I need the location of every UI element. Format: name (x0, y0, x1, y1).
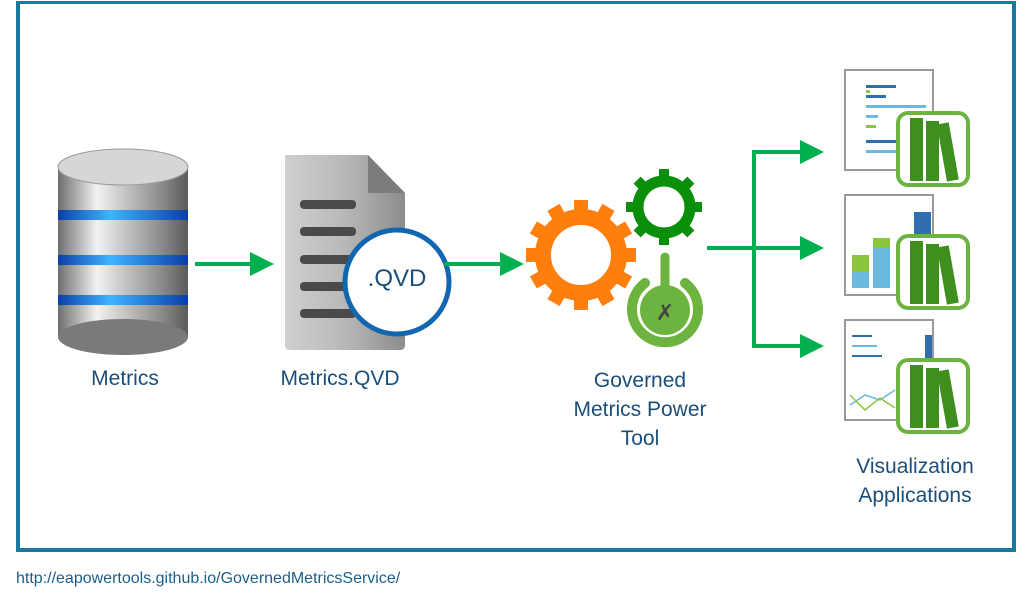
footer-url[interactable]: http://eapowertools.github.io/GovernedMe… (16, 570, 401, 587)
database-icon (57, 148, 189, 355)
tool-label-line: Governed (593, 369, 687, 392)
books-icon-2 (896, 234, 970, 310)
viz-label-line: Visualization (856, 455, 974, 478)
green-gear-icon (626, 169, 702, 245)
document-icon (285, 155, 452, 350)
books-icon-1 (896, 111, 970, 187)
power-icon: ✗ (627, 252, 703, 348)
tool-label: Governed Metrics Power Tool (550, 366, 730, 453)
viz-label: Visualization Applications (825, 452, 1005, 510)
tool-label-line: Tool (620, 427, 660, 450)
books-icon-group (896, 111, 970, 434)
flow-arrows (195, 140, 824, 358)
qvd-label: Metrics.QVD (280, 367, 400, 390)
tools-icon: ✗ (656, 300, 674, 325)
orange-gear-icon (526, 200, 636, 310)
gears-power-icon: ✗ (526, 169, 703, 348)
metrics-label: Metrics (91, 367, 159, 390)
viz-label-line: Applications (858, 484, 972, 507)
books-icon-3 (896, 358, 970, 434)
tool-label-line: Metrics Power (573, 398, 707, 421)
qvd-badge: .QVD (367, 265, 427, 292)
